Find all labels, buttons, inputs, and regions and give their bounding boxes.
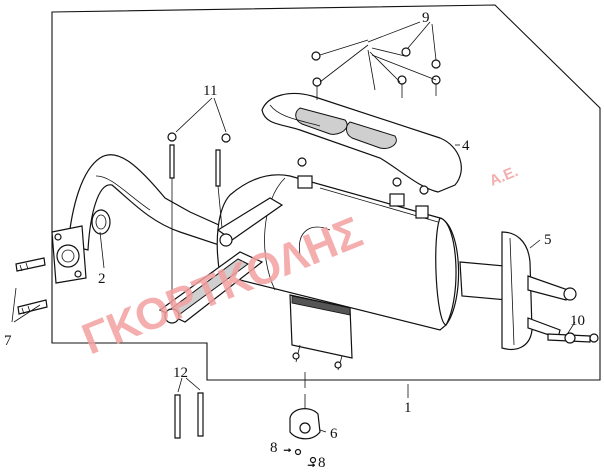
heat-shield-screws xyxy=(297,21,441,195)
callout-7: 7 xyxy=(4,333,12,349)
leader-lines xyxy=(11,144,576,433)
watermark-suffix: A.E. xyxy=(487,163,520,190)
assembly-frame xyxy=(51,4,601,381)
callout-11: 11 xyxy=(203,83,217,99)
callout-1: 1 xyxy=(404,400,412,416)
callout-5: 5 xyxy=(544,232,552,248)
callout-8b: 8 xyxy=(318,455,326,471)
heat-shield xyxy=(261,92,462,193)
mounting-bolts xyxy=(174,377,204,439)
callout-2: 2 xyxy=(98,271,106,287)
arrow-icon-2: → xyxy=(306,458,317,470)
callout-10: 10 xyxy=(570,313,585,329)
rubber-mount xyxy=(289,372,321,464)
end-cap xyxy=(459,231,577,351)
callout-8a: 8 xyxy=(270,440,278,456)
arrow-icon: → xyxy=(282,443,293,455)
header-pipe xyxy=(51,154,231,284)
callout-4: 4 xyxy=(462,138,470,154)
bracket-bolts xyxy=(167,97,231,305)
end-cap-bolts xyxy=(547,332,599,344)
callout-9: 9 xyxy=(422,10,430,26)
muffler-body xyxy=(158,174,460,371)
callout-6: 6 xyxy=(330,426,338,442)
callout-12: 12 xyxy=(173,365,188,381)
exhaust-studs xyxy=(15,257,48,315)
